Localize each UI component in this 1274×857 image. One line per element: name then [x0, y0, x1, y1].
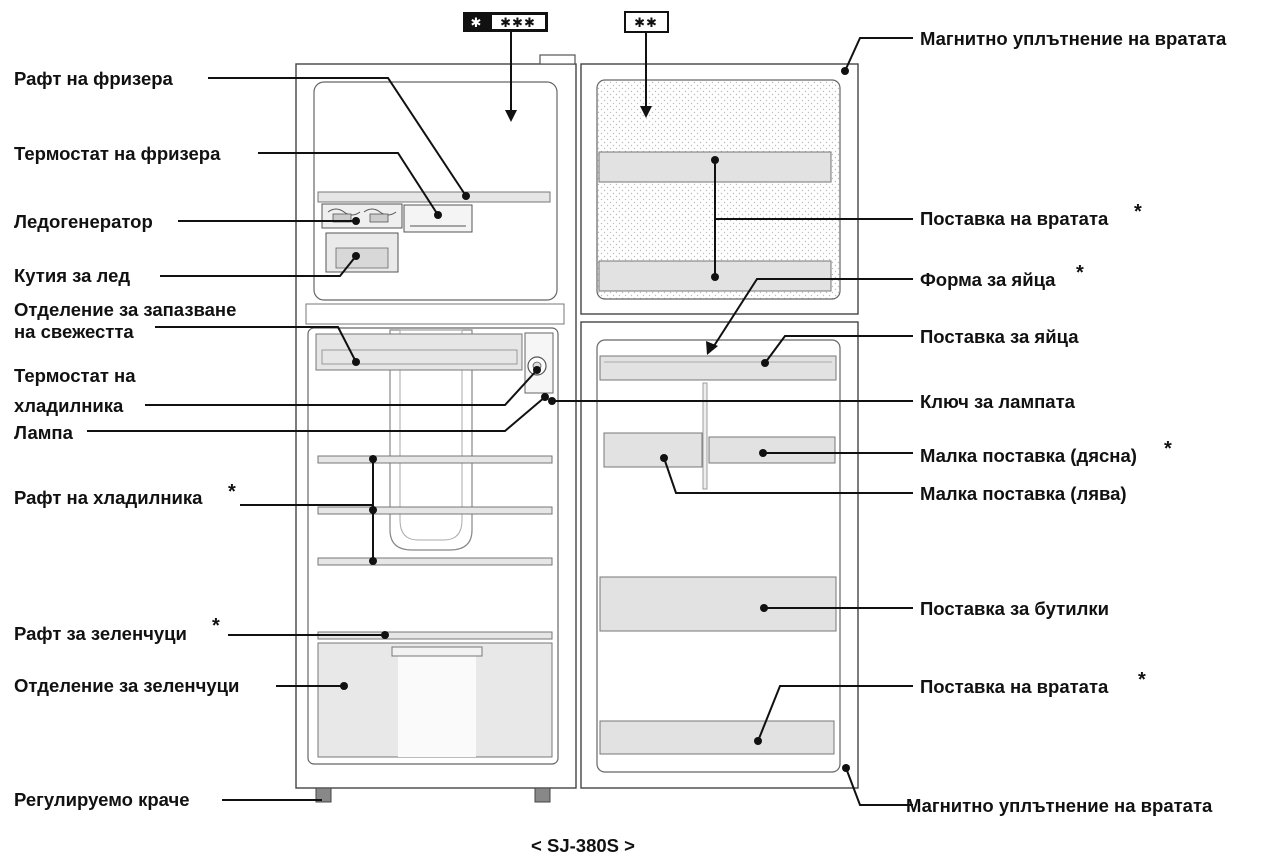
fridge-shelf-3 — [317, 557, 553, 566]
asterisk-fridge-shelf: * — [228, 481, 236, 503]
labels-right: Магнитно уплътнение на вратата Поставка … — [906, 28, 1227, 816]
label-ice-box: Кутия за лед — [14, 265, 130, 286]
door-pocket-bottom — [599, 720, 835, 755]
fridge-shelf-2 — [317, 506, 553, 515]
leader-lines — [87, 32, 913, 806]
label-door-seal-top: Магнитно уплътнение на вратата — [920, 28, 1227, 49]
asterisk-door-pocket-bottom: * — [1138, 669, 1146, 691]
label-door-seal-bottom: Магнитно уплътнение на вратата — [906, 795, 1213, 816]
freshness-compartment — [315, 333, 523, 371]
small-pocket-left — [603, 432, 703, 468]
svg-text:✱✱: ✱✱ — [634, 16, 658, 31]
label-door-pocket-bottom: Поставка на вратата — [920, 676, 1109, 697]
label-fridge-thermostat-line2: хладилника — [14, 395, 124, 416]
label-bottle-pocket: Поставка за бутилки — [920, 598, 1109, 619]
asterisk-egg-tray: * — [1076, 262, 1084, 284]
asterisk-small-pocket-right: * — [1164, 438, 1172, 460]
freezer-door-liner — [596, 79, 841, 300]
label-lamp: Лампа — [14, 422, 74, 443]
label-freshness-line2: на свежестта — [14, 321, 134, 342]
label-freezer-shelf: Рафт на фризера — [14, 68, 174, 89]
fridge-shelf-1 — [317, 455, 553, 464]
door-divider — [702, 382, 708, 490]
label-adjustable-foot: Регулируемо краче — [14, 789, 190, 810]
small-pocket-right — [708, 436, 836, 464]
door-rating-badge: ✱✱ — [624, 11, 669, 33]
label-lamp-switch: Ключ за лампата — [920, 391, 1076, 412]
label-fridge-thermostat-line1: Термостат на — [14, 365, 136, 386]
svg-text:✱: ✱ — [471, 16, 482, 31]
label-vegetable-compartment: Отделение за зеленчуци — [14, 675, 239, 696]
label-door-pocket-top: Поставка на вратата — [920, 208, 1109, 229]
asterisk-vegetable-shelf: * — [212, 615, 220, 637]
asterisk-door-pocket-top: * — [1134, 201, 1142, 223]
air-duct — [389, 329, 473, 551]
labels-left: Рафт на фризера Термостат на фризера Лед… — [14, 68, 239, 810]
fridge-compartment — [307, 327, 559, 765]
label-freshness-line1: Отделение за запазване — [14, 299, 236, 320]
top-hinge — [539, 54, 576, 65]
freezer-shelf — [317, 191, 551, 203]
freezer-compartment — [313, 81, 558, 301]
label-small-pocket-right: Малка поставка (дясна) — [920, 445, 1137, 466]
model-label: < SJ-380S > — [531, 835, 635, 856]
fridge-door — [580, 321, 859, 789]
bottle-pocket — [599, 576, 837, 632]
freezer-rating-badge: ✱ ✱✱✱ — [463, 12, 548, 32]
adjustable-foot-right — [534, 787, 551, 803]
ice-maker — [321, 203, 403, 229]
label-ice-maker: Ледогенератор — [14, 211, 153, 232]
adjustable-foot-left — [315, 787, 332, 803]
label-egg-tray: Форма за яйца — [920, 269, 1056, 290]
egg-pocket — [599, 355, 837, 381]
label-small-pocket-left: Малка поставка (лява) — [920, 483, 1127, 504]
doors — [580, 63, 859, 789]
label-vegetable-shelf: Рафт за зеленчуци — [14, 623, 187, 644]
cabinet — [295, 54, 577, 803]
compartment-divider — [305, 303, 565, 325]
label-fridge-shelf: Рафт на хладилника — [14, 487, 203, 508]
label-freezer-thermostat: Термостат на фризера — [14, 143, 221, 164]
label-egg-pocket: Поставка за яйца — [920, 326, 1079, 347]
svg-text:✱✱✱: ✱✱✱ — [500, 16, 536, 31]
